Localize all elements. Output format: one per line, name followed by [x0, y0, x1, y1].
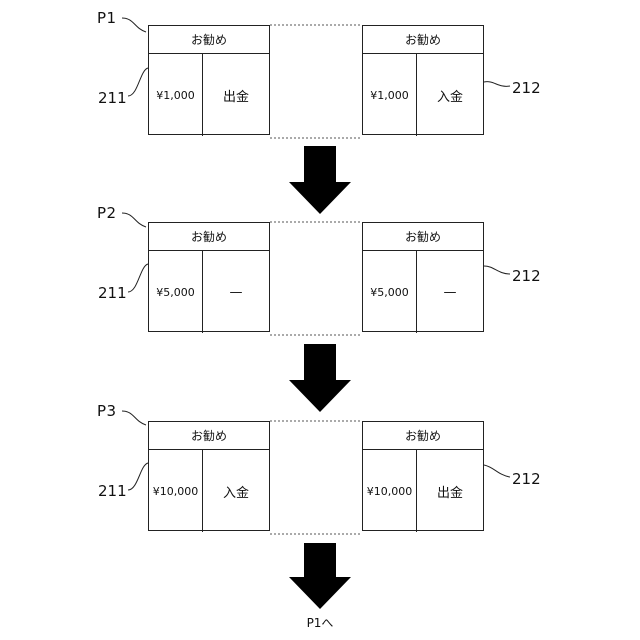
amount-cell: ¥1,000 — [363, 54, 417, 136]
stage-label: P3 — [97, 402, 117, 420]
stage-p1: P1 211 212 お勧め ¥1,000 出金 お勧め ¥1,000 入金 — [0, 0, 640, 140]
action-cell: 入金 — [203, 450, 269, 532]
ref-212: 212 — [512, 470, 541, 488]
action-cell: 出金 — [417, 450, 483, 532]
stage-label: P2 — [97, 204, 117, 222]
action-cell: — — [417, 251, 483, 333]
panel-title: お勧め — [149, 26, 269, 54]
recommend-panel-left: お勧め ¥1,000 出金 — [148, 25, 270, 135]
recommend-panel-left: お勧め ¥5,000 — — [148, 222, 270, 332]
amount-cell: ¥10,000 — [149, 450, 203, 532]
leader-lines — [0, 0, 640, 140]
ref-212: 212 — [512, 267, 541, 285]
ref-211: 211 — [98, 482, 127, 500]
down-arrow-icon — [289, 543, 351, 609]
ref-211: 211 — [98, 89, 127, 107]
ref-212: 212 — [512, 79, 541, 97]
recommend-panel-right: お勧め ¥1,000 入金 — [362, 25, 484, 135]
panel-title: お勧め — [363, 223, 483, 251]
amount-cell: ¥5,000 — [363, 251, 417, 333]
panel-title: お勧め — [149, 422, 269, 450]
recommend-panel-right: お勧め ¥10,000 出金 — [362, 421, 484, 531]
action-cell: — — [203, 251, 269, 333]
amount-cell: ¥5,000 — [149, 251, 203, 333]
amount-cell: ¥1,000 — [149, 54, 203, 136]
amount-cell: ¥10,000 — [363, 450, 417, 532]
leader-lines — [0, 196, 640, 341]
panel-title: お勧め — [363, 26, 483, 54]
recommend-panel-left: お勧め ¥10,000 入金 — [148, 421, 270, 531]
action-cell: 入金 — [417, 54, 483, 136]
action-cell: 出金 — [203, 54, 269, 136]
panel-title: お勧め — [363, 422, 483, 450]
next-stage-label: P1へ — [0, 614, 640, 631]
leader-lines — [0, 395, 640, 540]
recommend-panel-right: お勧め ¥5,000 — — [362, 222, 484, 332]
panel-title: お勧め — [149, 223, 269, 251]
stage-p2: P2 211 212 お勧め ¥5,000 — お勧め ¥5,000 — — [0, 196, 640, 336]
stage-label: P1 — [97, 9, 117, 27]
ref-211: 211 — [98, 284, 127, 302]
stage-p3: P3 211 212 お勧め ¥10,000 入金 お勧め ¥10,000 出金 — [0, 395, 640, 535]
